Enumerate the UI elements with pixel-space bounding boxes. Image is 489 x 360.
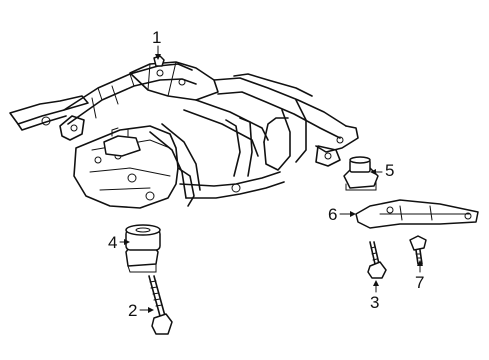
- part-3-bolt: [367, 241, 387, 279]
- callout-6: 6: [328, 205, 338, 224]
- callout-3: 3: [370, 293, 380, 312]
- part-6-brace: [355, 199, 479, 229]
- part-4-bushing: [125, 224, 161, 273]
- engine-cradle-frame: [9, 55, 359, 209]
- callout-1: 1: [152, 28, 162, 47]
- callout-leaders: [119, 45, 423, 313]
- part-5-bushing: [343, 156, 379, 191]
- part-2-bolt: [148, 275, 173, 335]
- part-7-bolt: [409, 235, 427, 265]
- callout-5: 5: [385, 161, 395, 180]
- callout-2: 2: [128, 301, 138, 320]
- callout-4: 4: [108, 233, 118, 252]
- callout-7: 7: [415, 273, 425, 292]
